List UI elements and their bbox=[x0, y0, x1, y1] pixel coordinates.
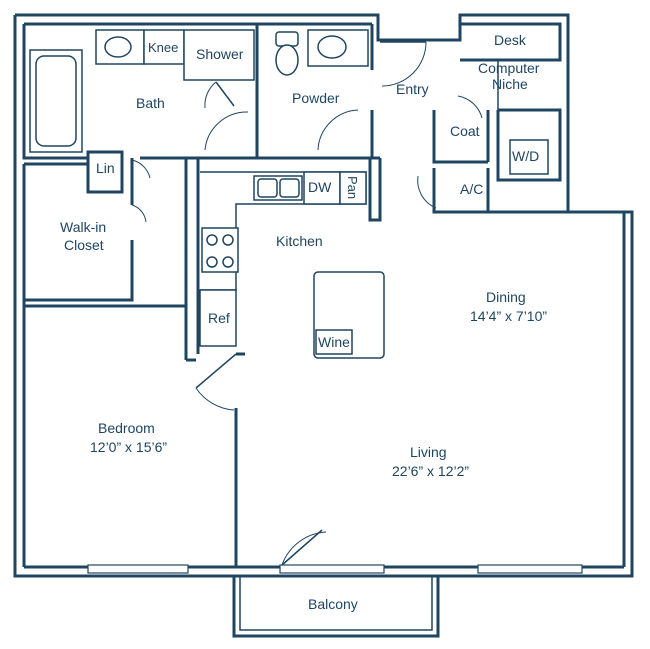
label-entry: Entry bbox=[396, 81, 429, 97]
washer-dryer bbox=[509, 139, 549, 175]
label-pan: Pan bbox=[345, 176, 360, 199]
refrigerator bbox=[199, 289, 237, 347]
label-dining: Dining bbox=[486, 289, 526, 305]
label-living: Living bbox=[410, 444, 447, 460]
cooktop bbox=[201, 227, 239, 273]
pantry bbox=[339, 171, 367, 205]
toilet bbox=[275, 31, 299, 76]
balcony-door-window bbox=[279, 564, 385, 574]
label-wd: W/D bbox=[512, 148, 539, 164]
bedroom-window bbox=[87, 564, 189, 574]
walkin-door-swing bbox=[131, 204, 147, 223]
bathtub bbox=[29, 49, 83, 153]
label-desk: Desk bbox=[494, 32, 527, 48]
powder-sink bbox=[307, 29, 369, 67]
bath-door-swing bbox=[204, 111, 249, 151]
balcony-door-swing bbox=[281, 531, 327, 566]
label-shower: Shower bbox=[196, 46, 244, 62]
balcony-rail bbox=[239, 576, 433, 631]
label-powder: Powder bbox=[292, 90, 340, 106]
label-balcony: Balcony bbox=[308, 596, 358, 612]
living-window bbox=[477, 564, 583, 574]
label-ac: A/C bbox=[460, 181, 483, 197]
bedroom-door bbox=[195, 353, 237, 389]
knee-space bbox=[143, 29, 185, 65]
lin-door-swing bbox=[131, 159, 151, 179]
label-computer: Computer bbox=[478, 60, 540, 76]
label-bath: Bath bbox=[136, 95, 165, 111]
label-coat: Coat bbox=[450, 123, 480, 139]
entry-door bbox=[380, 41, 427, 87]
bath-sink bbox=[95, 29, 145, 65]
label-dining-dim: 14’4” x 7’10” bbox=[470, 308, 547, 324]
bedroom-door-swing bbox=[195, 387, 235, 411]
shower bbox=[183, 29, 255, 109]
label-knee: Knee bbox=[148, 40, 178, 55]
exterior-walls bbox=[13, 13, 634, 578]
dishwasher bbox=[303, 171, 341, 205]
label-niche: Niche bbox=[492, 76, 528, 92]
label-walkin: Walk-in bbox=[60, 219, 106, 235]
label-kitchen: Kitchen bbox=[276, 233, 323, 249]
kitchen-sink bbox=[253, 175, 303, 201]
label-wine: Wine bbox=[318, 334, 350, 350]
label-dw: DW bbox=[308, 179, 332, 195]
coat-door-swing bbox=[457, 95, 483, 119]
balcony-outline bbox=[232, 576, 440, 638]
kitchen-island bbox=[313, 271, 385, 359]
label-bedroom: Bedroom bbox=[98, 420, 155, 436]
label-ref: Ref bbox=[208, 310, 230, 326]
balcony-door bbox=[281, 529, 323, 566]
label-lin: Lin bbox=[96, 160, 115, 176]
label-bedroom-dim: 12’0” x 15’6” bbox=[90, 439, 167, 455]
ac-door-swing bbox=[417, 175, 437, 209]
label-living-dim: 22’6” x 12’2” bbox=[392, 463, 469, 479]
powder-door-swing bbox=[317, 109, 359, 151]
label-closet: Closet bbox=[64, 237, 104, 253]
